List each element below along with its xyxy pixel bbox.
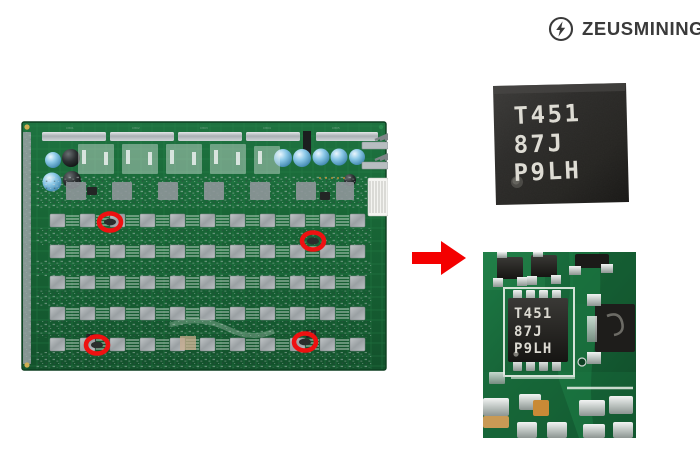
closeup-marking-line-1: T451: [483, 438, 484, 439]
closeup-marking-line-3: P9LH: [483, 438, 484, 439]
chip-macro-photo: T451 87J P9LH T451 87J P9LH: [487, 78, 633, 209]
svg-text:C804: C804: [263, 126, 271, 130]
svg-text:87J: 87J: [514, 324, 543, 340]
chip-marking-line-2: 87J: [487, 209, 488, 210]
chip-marking-line-1: T451: [487, 209, 488, 210]
closeup-silkscreen-text: U25: [483, 438, 484, 439]
svg-text:C803: C803: [200, 126, 208, 130]
svg-text:87J: 87J: [513, 129, 565, 159]
board-closeup-photo: U25 T451 87J: [483, 252, 636, 438]
svg-text:T451: T451: [514, 306, 553, 322]
svg-text:C805: C805: [332, 126, 340, 130]
svg-text:P9LH: P9LH: [513, 156, 582, 187]
closeup-marking-line-2: 87J: [483, 438, 484, 439]
svg-text:T451: T451: [513, 99, 582, 130]
svg-text:C802: C802: [132, 126, 140, 130]
svg-text:P9LH: P9LH: [514, 341, 553, 357]
red-right-arrow: [408, 234, 470, 282]
annotation-layer: [83, 211, 327, 356]
brand-name: ZEUSMINING: [582, 18, 700, 39]
brand-logo: ZEUSMINING: [548, 16, 700, 42]
lightning-bolt-circle-icon: [548, 16, 574, 42]
asic-hashboard-photo: C801 C802 C803 C804 C805: [20, 120, 388, 372]
svg-text:C801: C801: [66, 126, 74, 130]
chip-marking-line-3: P9LH: [487, 209, 488, 210]
asic-hashboard-caption: Green ASIC mining hashboard, top view: [20, 372, 21, 373]
